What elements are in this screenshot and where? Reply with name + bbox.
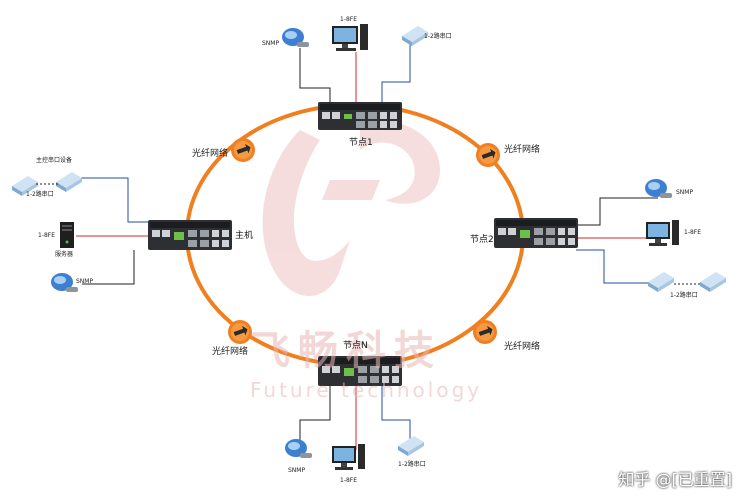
host-serial-label: 1-2路串口 (26, 191, 54, 198)
fiber-label-top-left: 光纤网络 (192, 149, 229, 159)
host-server-label: 服务器 (55, 251, 74, 258)
noden-snmp-line (299, 386, 331, 445)
switch-noden (318, 356, 402, 386)
fiber-label-top-right: 光纤网络 (504, 145, 541, 155)
host-snmp-label: SNMP (76, 278, 94, 285)
fiber-transceiver-icon (228, 320, 252, 344)
node1-serial-line (381, 40, 411, 102)
zhihu-credit: 知乎 @[已重置] (618, 470, 732, 489)
node1-snmp-line (299, 48, 331, 102)
serial-device-icon (402, 26, 428, 46)
serial-device-icon (648, 272, 674, 292)
fiber-label-bottom-left: 光纤网络 (212, 347, 249, 357)
watermark-cn: 飞畅科技 (250, 328, 442, 374)
node2-label: 节点2 (470, 235, 494, 245)
pc-computer-icon (646, 220, 679, 246)
node2-serial-line (576, 249, 650, 284)
noden-snmp-label: SNMP (288, 467, 306, 474)
serial-device-icon (56, 172, 82, 192)
snmp-globe-icon (645, 179, 672, 198)
noden-serial-line (381, 386, 411, 440)
noden-fe-label: 1-8FE (340, 477, 358, 484)
node2-serial-label: 1-2路串口 (670, 292, 698, 299)
node2-fe-label: 1-8FE (684, 229, 702, 236)
snmp-globe-icon (282, 28, 309, 47)
pc-computer-icon (332, 444, 365, 470)
node1-serial-label: 1-2路串口 (424, 33, 452, 40)
pc-computer-icon (332, 24, 368, 51)
node1-label: 节点1 (349, 138, 373, 148)
noden-serial-label: 1-2路串口 (398, 461, 426, 468)
serial-device-icon (700, 272, 726, 292)
watermark-logo (262, 119, 440, 297)
node1-fe-label: 1-8FE (340, 16, 358, 23)
host-label: 主机 (235, 231, 254, 241)
switch-node1 (318, 102, 402, 130)
snmp-globe-icon (285, 439, 312, 458)
fiber-transceiver-icon (231, 138, 255, 162)
fiber-transceiver-icon (473, 320, 497, 344)
host-serial-device-label: 主控串口设备 (36, 157, 73, 164)
fiber-label-bottom-right: 光纤网络 (504, 342, 541, 352)
node2-snmp-line (576, 197, 658, 226)
node1-snmp-label: SNMP (262, 40, 280, 47)
switch-node2 (494, 218, 578, 248)
host-fe-label: 1-8FE (38, 232, 56, 239)
serial-device-icon (12, 176, 38, 196)
host-snmp-line (82, 250, 135, 285)
server-icon (60, 222, 74, 248)
fiber-transceiver-icon (476, 143, 500, 167)
serial-device-icon (398, 436, 424, 456)
host-serial-line (80, 177, 150, 223)
switch-host (148, 220, 232, 250)
node2-snmp-label: SNMP (676, 189, 694, 196)
noden-label: 节点N (343, 341, 368, 351)
snmp-globe-icon (51, 273, 78, 292)
watermark-en: Future technology (250, 378, 483, 402)
